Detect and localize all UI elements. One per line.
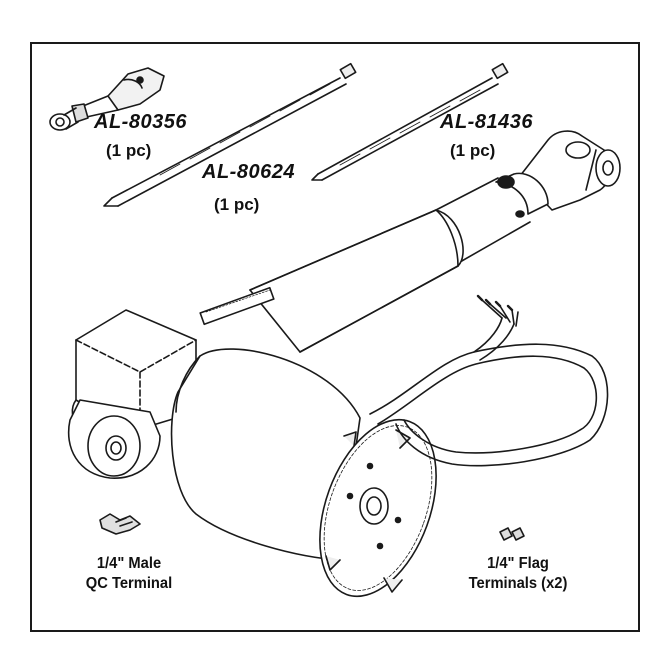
cable-tie-mount-part xyxy=(49,67,165,131)
part-qty-al-80624: (1 pc) xyxy=(214,195,260,214)
part-qty-al-81436: (1 pc) xyxy=(450,141,496,160)
flag-terminals-label-line2: Terminals (x2) xyxy=(468,575,568,592)
part-qty-al-80356: (1 pc) xyxy=(106,141,152,160)
part-number-al-80624: AL-80624 xyxy=(202,161,295,183)
linear-actuator xyxy=(67,130,621,598)
flag-terminals-part xyxy=(499,527,525,541)
part-number-al-80356: AL-80356 xyxy=(94,111,187,133)
diagram-frame xyxy=(30,42,640,632)
short-cable-tie-part xyxy=(311,62,509,181)
male-qc-terminal-part xyxy=(99,513,141,535)
male-terminal-label: 1/4" Male QC Terminal xyxy=(69,556,189,592)
part-number-al-81436: AL-81436 xyxy=(440,111,533,133)
long-cable-tie-part xyxy=(103,62,357,207)
male-terminal-label-line1: 1/4" Male xyxy=(96,555,162,572)
flag-terminals-label: 1/4" Flag Terminals (x2) xyxy=(454,556,583,592)
power-cable xyxy=(369,294,609,467)
flag-terminals-label-line1: 1/4" Flag xyxy=(487,555,549,572)
male-terminal-label-line2: QC Terminal xyxy=(85,575,173,592)
